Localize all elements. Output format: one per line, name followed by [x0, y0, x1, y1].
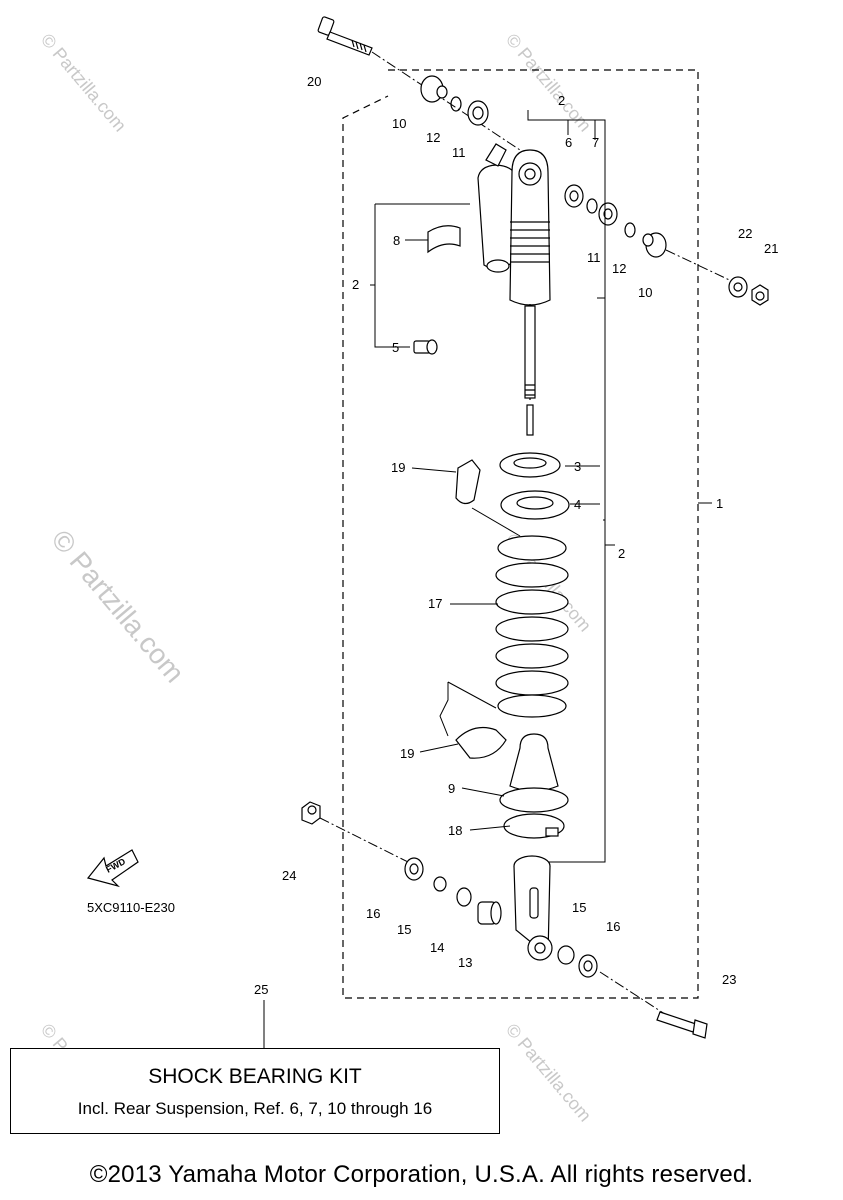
collar-16-left [404, 857, 424, 881]
locknut-3 [499, 452, 561, 478]
callout-15: 15 [572, 900, 586, 915]
callout-19: 19 [391, 460, 405, 475]
callout-2: 2 [352, 277, 359, 292]
callout-16: 16 [606, 919, 620, 934]
bump-stop-9 [499, 733, 569, 813]
callout-9: 9 [448, 781, 455, 796]
callout-11: 11 [452, 145, 466, 160]
watermark-faint: © Partzilla.com [502, 1020, 595, 1126]
callout-6: 6 [565, 135, 572, 150]
cover-18 [503, 813, 565, 839]
adjuster-nut-4 [500, 490, 570, 520]
bushing-14 [456, 887, 472, 907]
nut-24 [301, 801, 321, 825]
collar-7 [586, 198, 598, 214]
callout-12: 12 [426, 130, 440, 145]
callout-8: 8 [393, 233, 400, 248]
bearing-13 [477, 901, 502, 925]
bearing-11-right [598, 202, 618, 226]
axis-line-right [665, 249, 741, 286]
callout-18: 18 [448, 823, 462, 838]
callout-19: 19 [400, 746, 414, 761]
callout-3: 3 [574, 459, 581, 474]
callout-5: 5 [392, 340, 399, 355]
callout-2: 2 [618, 546, 625, 561]
callout-4: 4 [574, 497, 581, 512]
callout-1: 1 [716, 496, 723, 511]
callout-2: 2 [558, 93, 565, 108]
spring-guide-19-bottom [455, 727, 507, 759]
kit-description: Incl. Rear Suspension, Ref. 6, 7, 10 thr… [77, 1099, 433, 1118]
callout-13: 13 [458, 955, 472, 970]
callouts: 20 10 12 11 2 6 7 8 2 5 11 12 10 22 21 1… [254, 74, 778, 997]
bushing-6 [564, 184, 584, 208]
lower-eye [513, 855, 553, 961]
callout-7: 7 [592, 135, 599, 150]
collar-16-right [578, 954, 598, 978]
callout-23: 23 [722, 972, 736, 987]
callout-10: 10 [392, 116, 406, 131]
bolt-23 [656, 1011, 708, 1039]
fwd-arrow-icon: FWD [86, 849, 139, 888]
collar-10-right [642, 232, 667, 258]
callout-17: 17 [428, 596, 442, 611]
watermark-faint: © Partzilla.com [37, 30, 130, 136]
callout-11: 11 [587, 250, 601, 265]
axis-line-bottom [319, 817, 421, 869]
spring-17 [495, 535, 569, 718]
callout-22: 22 [738, 226, 752, 241]
kit-title: SHOCK BEARING KIT [148, 1065, 362, 1088]
oring-12-right [624, 222, 636, 238]
shock-body [509, 149, 551, 436]
callout-20: 20 [307, 74, 321, 89]
callout-24: 24 [282, 868, 296, 883]
nut-21 [751, 284, 769, 306]
bearing-11-top [467, 100, 489, 126]
oring-12-top [450, 96, 462, 112]
callout-14: 14 [430, 940, 444, 955]
bolt-20 [317, 16, 373, 56]
diagram-code: 5XC9110-E230 [87, 900, 175, 915]
callout-16: 16 [366, 906, 380, 921]
shock-bearing-kit-box: SHOCK BEARING KIT Incl. Rear Suspension,… [10, 1048, 500, 1134]
callout-10: 10 [638, 285, 652, 300]
collar-10-top [420, 75, 448, 103]
band-8 [427, 225, 461, 254]
assembly-boundary [342, 69, 699, 999]
oring-15-right [557, 945, 575, 965]
spring-guide-19-top [455, 459, 481, 505]
leader-lines [370, 110, 712, 863]
callout-12: 12 [612, 261, 626, 276]
copyright-notice: ©2013 Yamaha Motor Corporation, U.S.A. A… [89, 1161, 754, 1188]
axis-line-bottom-right [599, 971, 669, 1017]
washer-22 [728, 276, 748, 298]
callout-15: 15 [397, 922, 411, 937]
screw-5 [413, 339, 438, 355]
guide-dashed-frame [439, 681, 497, 737]
oring-15-left [433, 876, 447, 892]
callout-21: 21 [764, 241, 778, 256]
axis-line-top [371, 51, 521, 151]
watermark-main: © Partzilla.com [45, 524, 190, 688]
callout-25: 25 [254, 982, 268, 997]
